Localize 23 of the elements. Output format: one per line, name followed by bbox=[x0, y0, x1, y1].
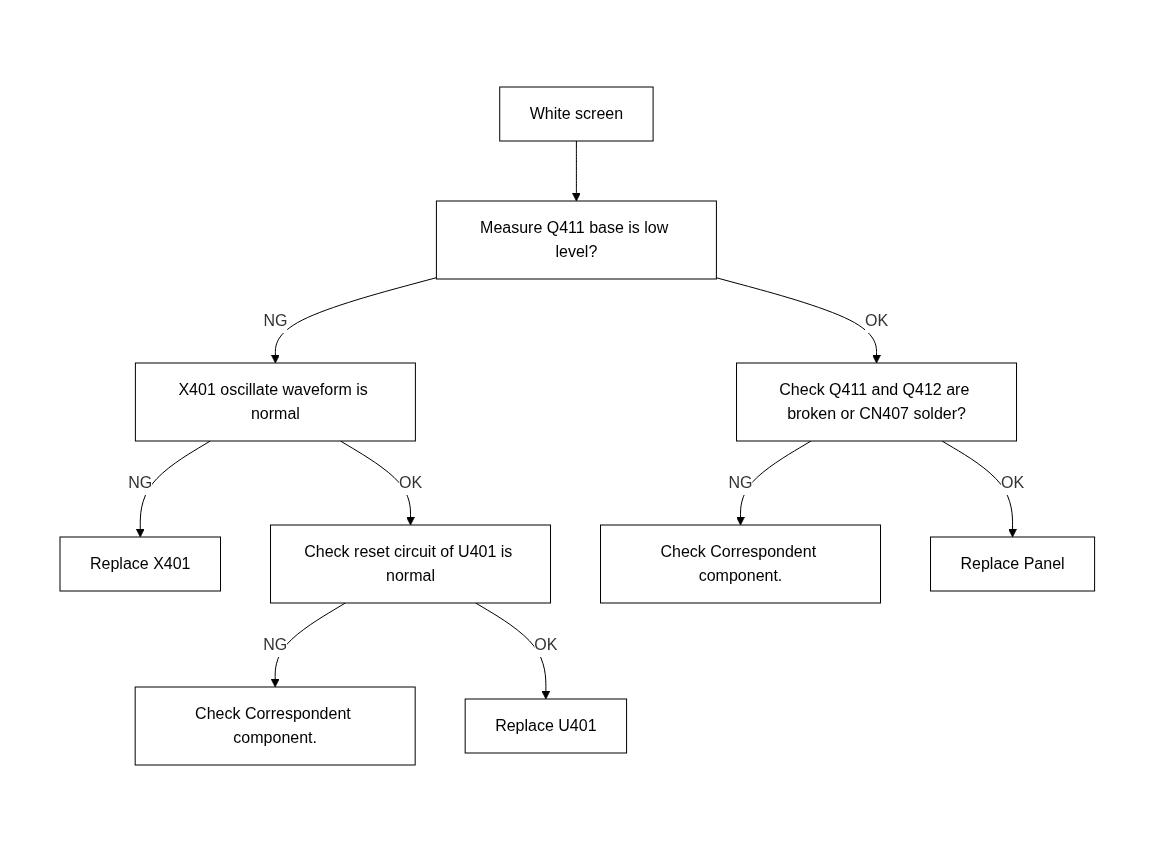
node-box: Check Q411 and Q412 are broken or CN407 solder? bbox=[736, 362, 1018, 442]
node-box: Check Correspondent component. bbox=[134, 686, 416, 766]
node-box: Replace Panel bbox=[930, 536, 1096, 592]
node-box: X401 oscillate waveform is normal bbox=[135, 362, 417, 442]
arrow bbox=[340, 440, 416, 526]
edge-label: OK bbox=[534, 636, 558, 653]
arrow bbox=[475, 602, 551, 700]
node-box: White screen bbox=[499, 86, 654, 142]
edge-label: NG bbox=[728, 474, 753, 491]
arrow bbox=[716, 277, 882, 364]
edge-label: OK bbox=[1001, 474, 1025, 491]
arrow bbox=[572, 140, 581, 202]
edge-label: NG bbox=[263, 636, 288, 653]
node-box: Replace U401 bbox=[464, 698, 628, 754]
edge-label: NG bbox=[128, 474, 153, 491]
node-box: Replace X401 bbox=[59, 536, 222, 592]
node-box: Check reset circuit of U401 is normal bbox=[270, 524, 552, 604]
node-box: Check Correspondent component. bbox=[600, 524, 882, 604]
edge-label: OK bbox=[865, 312, 889, 329]
edge-label: NG bbox=[263, 312, 288, 329]
edge-label: OK bbox=[399, 474, 423, 491]
arrow bbox=[271, 277, 438, 364]
node-box: Measure Q411 base is low level? bbox=[436, 200, 718, 280]
